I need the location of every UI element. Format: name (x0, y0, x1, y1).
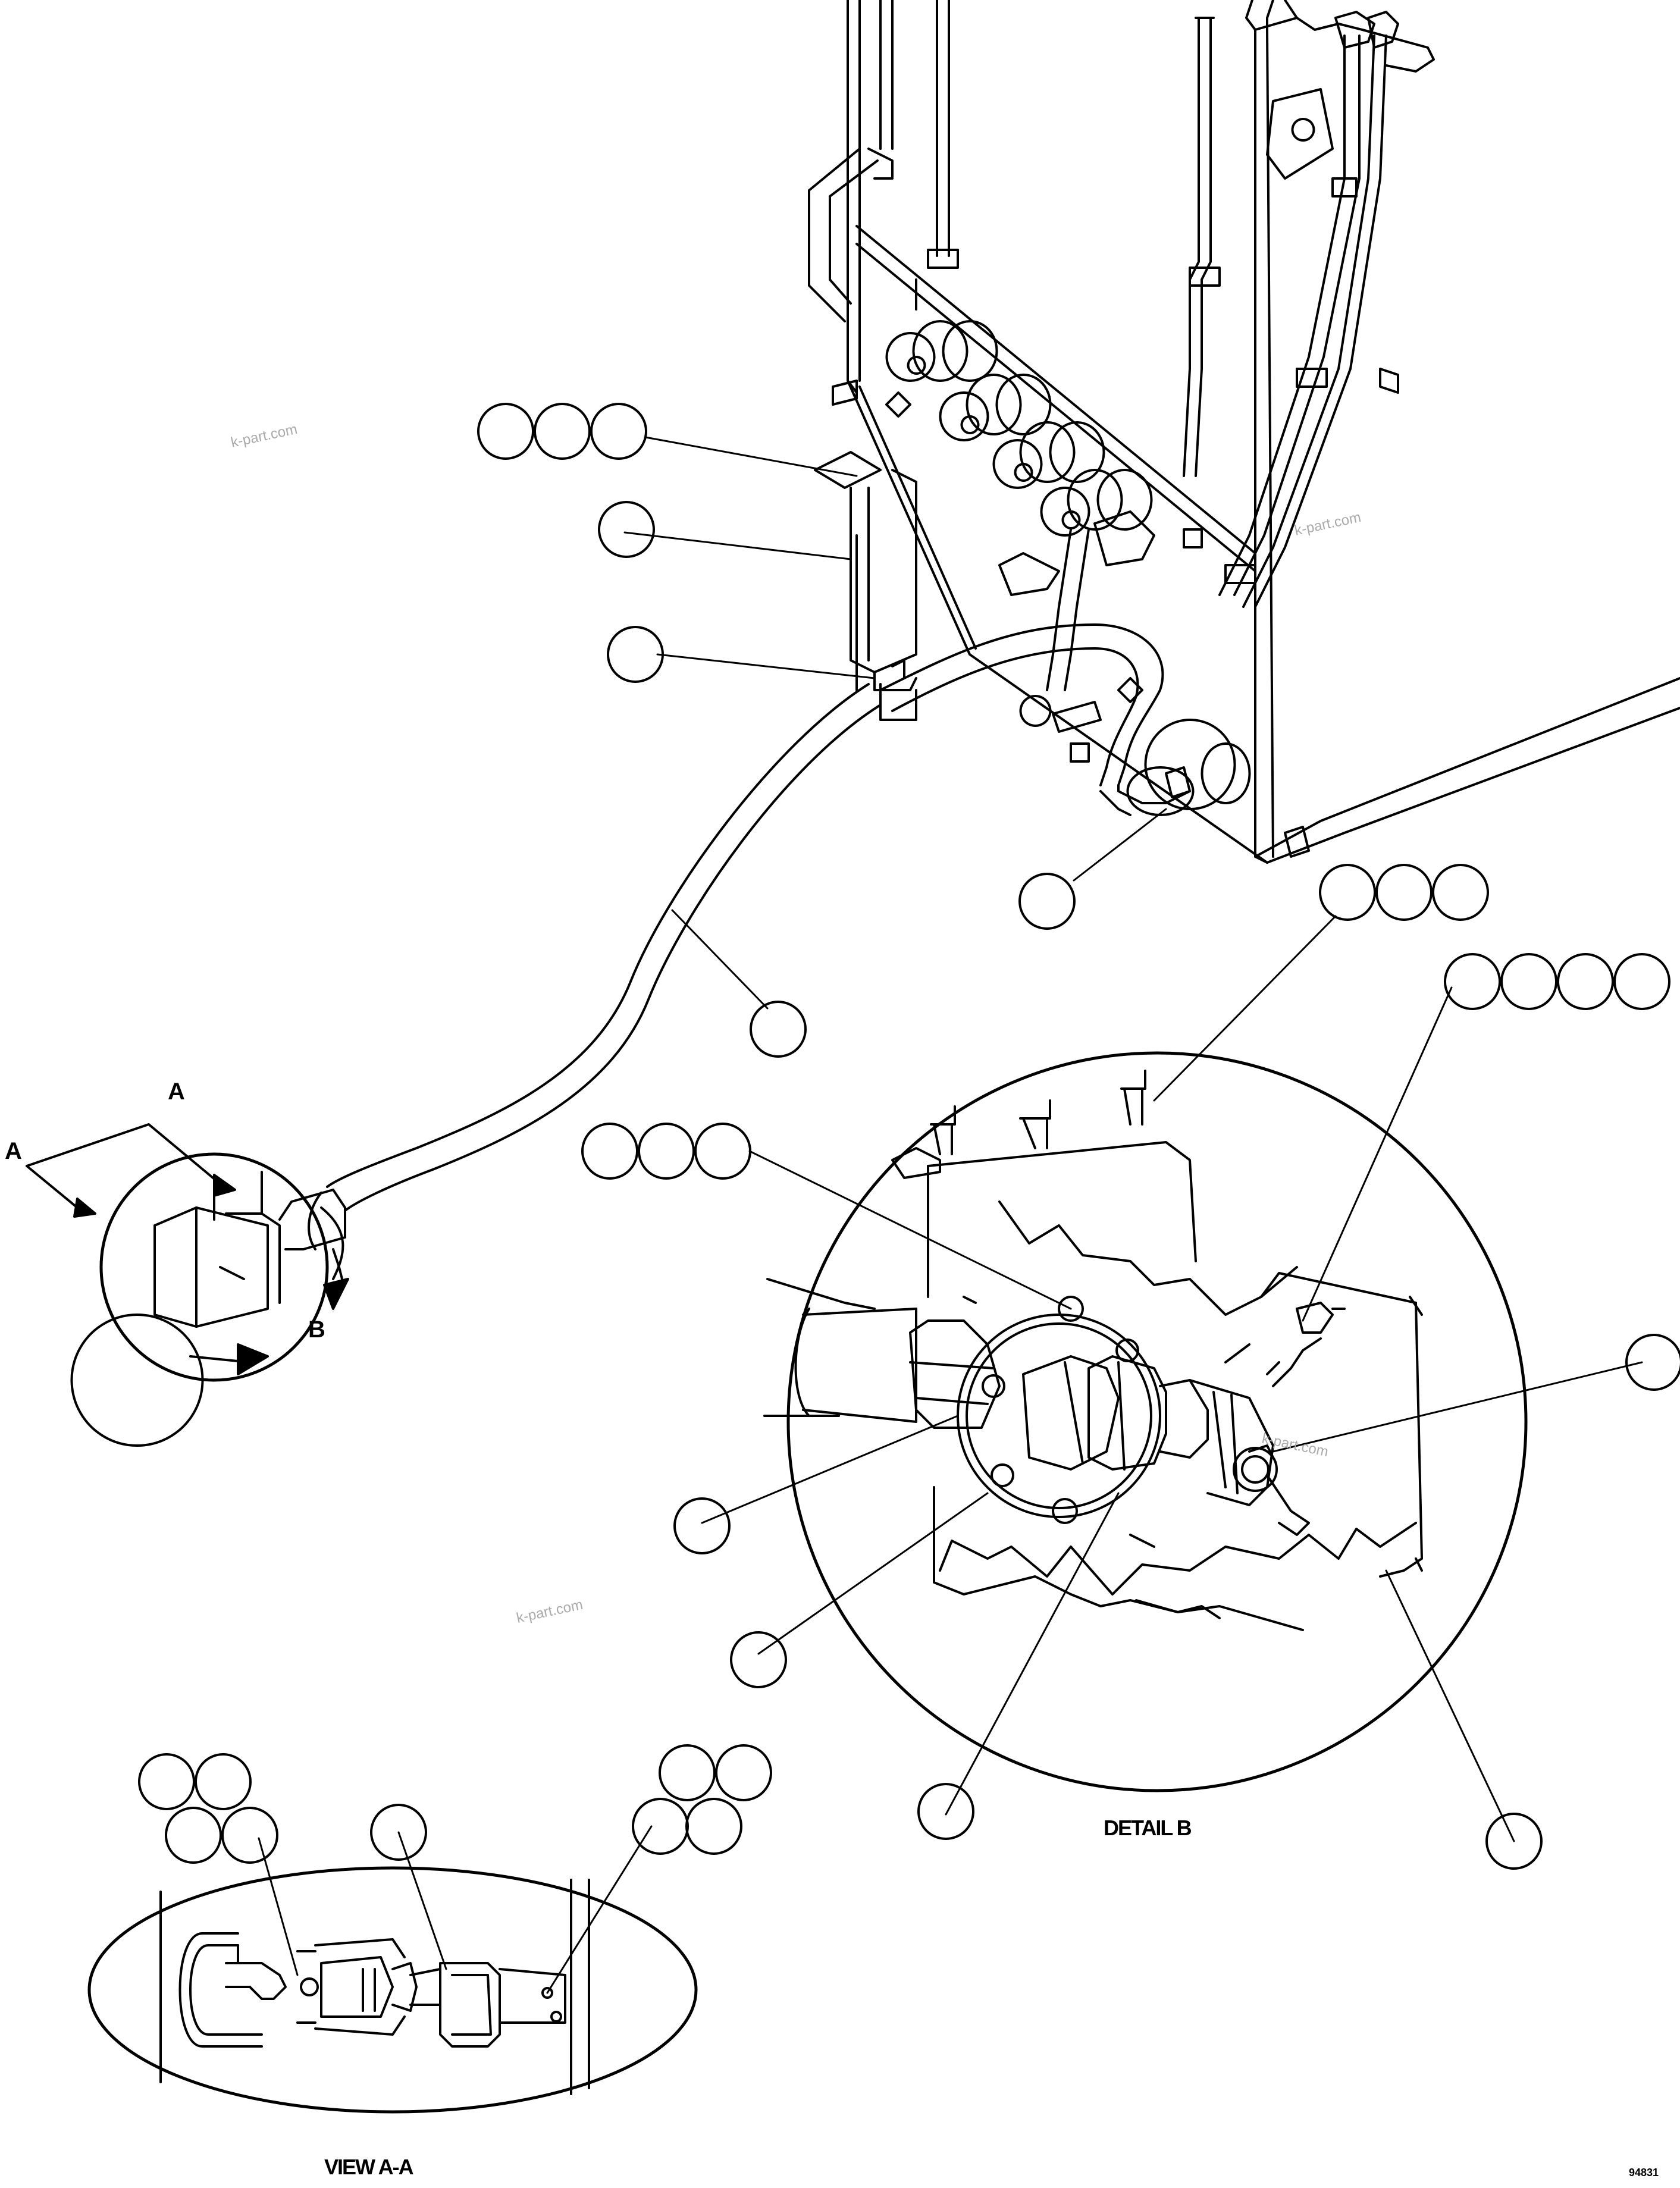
callout-25 (165, 1807, 222, 1864)
callout-28 (659, 1744, 716, 1801)
callout-31 (685, 1798, 742, 1855)
callout-23 (138, 1753, 195, 1810)
leader-lines (258, 436, 1643, 1994)
view-b-arrows (237, 1206, 349, 1375)
supply-hose (879, 623, 1191, 816)
callout-13 (1557, 953, 1614, 1010)
callout-bubbles (138, 403, 1680, 1870)
callout-6 (1018, 873, 1076, 930)
watermark-2: k-part.com (1293, 509, 1362, 539)
machine-frame (847, 0, 1680, 864)
callout-2 (534, 403, 591, 460)
view-b-circle (70, 1152, 346, 1447)
callout-17 (694, 1123, 751, 1180)
lower-manifold (1019, 528, 1251, 816)
callout-12 (1500, 953, 1557, 1010)
view-a-arrow (26, 1123, 236, 1218)
drawing-number: 94831 (1629, 2167, 1659, 2178)
callout-26 (221, 1807, 278, 1864)
callout-8 (1319, 864, 1376, 921)
callout-5 (607, 626, 664, 683)
callout-16 (638, 1123, 695, 1180)
callout-24 (195, 1753, 252, 1810)
callout-18 (1625, 1334, 1680, 1391)
callout-19 (673, 1497, 731, 1554)
callout-11 (1444, 953, 1501, 1010)
detail-b-circle (763, 1051, 1528, 1792)
callout-30 (632, 1798, 689, 1855)
callout-9 (1375, 864, 1433, 921)
view-a-label-right: A (168, 1079, 185, 1105)
support-bracket (814, 451, 917, 721)
callout-1 (477, 403, 534, 460)
callout-4 (598, 501, 655, 558)
callout-21 (917, 1783, 974, 1840)
callout-10 (1432, 864, 1489, 921)
watermark-4: k-part.com (515, 1597, 584, 1626)
view-b-label: B (308, 1316, 325, 1343)
callout-27 (370, 1804, 427, 1861)
callout-29 (715, 1744, 772, 1801)
view-a-label-left: A (5, 1138, 22, 1164)
view-aa-caption: VIEW A-A (324, 2155, 414, 2179)
callout-7 (750, 1001, 807, 1058)
main-hose (326, 683, 882, 1212)
callout-15 (581, 1123, 638, 1180)
callout-20 (730, 1631, 787, 1688)
callout-22 (1485, 1813, 1543, 1870)
view-aa-ellipse (87, 1866, 698, 2114)
hydraulic-cables (1218, 11, 1399, 858)
detail-b-caption: DETAIL B (1104, 1816, 1192, 1840)
vertical-pipes (808, 0, 1221, 548)
watermark-1: k-part.com (230, 421, 299, 451)
callout-14 (1613, 953, 1670, 1010)
callout-3 (590, 403, 647, 460)
valve-bank (832, 320, 1153, 537)
